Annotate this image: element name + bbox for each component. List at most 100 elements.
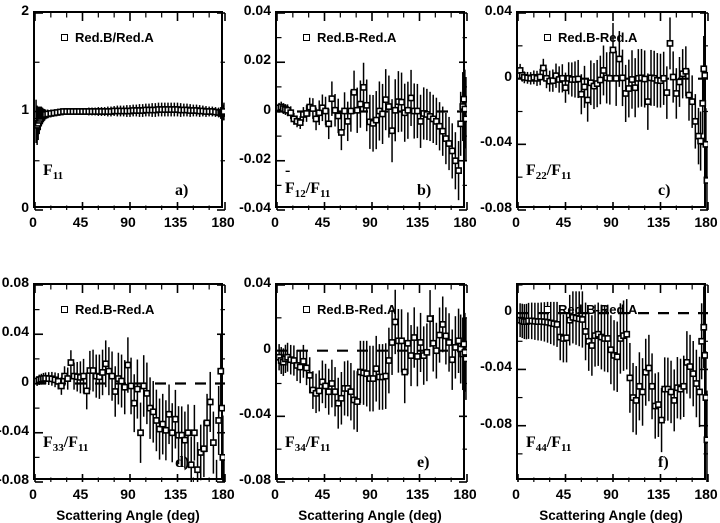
legend-marker-square-icon bbox=[544, 34, 551, 42]
data-series bbox=[518, 17, 708, 210]
x-tick-label: 180 bbox=[211, 214, 235, 230]
x-axis-title: Scattering Angle (deg) bbox=[539, 508, 683, 523]
legend-marker-square-icon bbox=[61, 34, 68, 42]
quantity-base: F bbox=[285, 434, 295, 451]
y-tick-label: 0.02 bbox=[243, 51, 271, 68]
x-tick-label: 45 bbox=[72, 486, 89, 502]
x-tick-label: 0 bbox=[512, 486, 520, 502]
quantity-annotation: F33/F11 bbox=[43, 434, 88, 454]
panel-tag: b) bbox=[417, 182, 432, 199]
x-tick-label: 180 bbox=[694, 214, 718, 230]
x-tick-label: 180 bbox=[211, 486, 235, 502]
legend-marker-square-icon bbox=[544, 306, 551, 314]
y-tick-label: 0 bbox=[21, 372, 29, 389]
plot-area bbox=[275, 11, 468, 211]
plot-svg bbox=[517, 12, 709, 211]
y-tick-label: -0.02 bbox=[239, 149, 271, 166]
data-series bbox=[277, 62, 467, 201]
quantity-base: -F bbox=[285, 162, 295, 197]
quantity-subscript: 22 bbox=[535, 170, 547, 183]
plot-area bbox=[33, 11, 226, 211]
x-tick-label: 0 bbox=[512, 214, 520, 230]
quantity-subscript-2: 11 bbox=[78, 442, 89, 455]
quantity-annotation: F44/F11 bbox=[526, 434, 571, 454]
plot-svg bbox=[34, 12, 226, 211]
legend: Red.B-Red.A bbox=[544, 29, 637, 45]
quantity-annotation: F22/F11 bbox=[526, 162, 571, 182]
quantity-base: F bbox=[43, 434, 53, 451]
axis-ticks bbox=[517, 12, 709, 211]
quantity-subscript-2: 11 bbox=[561, 170, 572, 183]
plot-area bbox=[33, 283, 226, 483]
plot-svg bbox=[517, 284, 709, 482]
x-tick-label: 135 bbox=[646, 486, 671, 502]
quantity-base: F bbox=[526, 434, 536, 451]
quantity-base-2: /F bbox=[63, 434, 78, 451]
x-tick-label: 135 bbox=[405, 486, 430, 502]
plot-area bbox=[275, 283, 468, 483]
axis-ticks bbox=[34, 284, 226, 483]
x-tick-label: 135 bbox=[405, 214, 430, 230]
x-tick-label: 45 bbox=[72, 214, 89, 230]
legend: Red.B-Red.A bbox=[61, 301, 154, 317]
quantity-subscript-2: 11 bbox=[320, 442, 331, 455]
y-tick-label: 0 bbox=[263, 339, 271, 356]
x-axis-title: Scattering Angle (deg) bbox=[56, 508, 200, 523]
y-tick-label: 2 bbox=[21, 2, 29, 18]
y-tick-label: 1 bbox=[21, 100, 29, 117]
panel-tag: e) bbox=[417, 454, 430, 471]
legend-label: Red.B-Red.A bbox=[75, 302, 155, 318]
data-series bbox=[518, 286, 708, 482]
x-tick-label: 90 bbox=[120, 214, 136, 230]
x-tick-label: 180 bbox=[453, 486, 477, 502]
x-tick-label: 45 bbox=[314, 486, 331, 502]
panel-tag: c) bbox=[658, 182, 671, 199]
quantity-base-2: /F bbox=[305, 180, 320, 197]
x-tick-label: 135 bbox=[163, 486, 188, 502]
y-tick-label: 0 bbox=[504, 67, 512, 84]
x-tick-label: 90 bbox=[603, 214, 619, 230]
x-tick-label: 180 bbox=[453, 214, 477, 230]
quantity-subscript: 12 bbox=[294, 188, 306, 201]
quantity-subscript-2: 11 bbox=[561, 442, 572, 455]
legend-marker-square-icon bbox=[303, 34, 310, 42]
x-tick-label: 0 bbox=[271, 214, 279, 230]
legend: Red.B/Red.A bbox=[61, 29, 154, 45]
y-tick-label: -0.04 bbox=[0, 421, 29, 438]
y-tick-label: 0.04 bbox=[1, 323, 29, 340]
quantity-annotation: F11 bbox=[43, 162, 63, 182]
legend-label: Red.B-Red.A bbox=[558, 30, 638, 46]
panel-tag: a) bbox=[175, 182, 189, 199]
y-tick-label: 0 bbox=[21, 199, 29, 215]
y-tick-label: -0.04 bbox=[480, 358, 512, 375]
data-series bbox=[35, 334, 225, 482]
legend-marker-square-icon bbox=[303, 306, 310, 314]
panel-tag: f) bbox=[658, 454, 669, 471]
x-tick-label: 45 bbox=[555, 214, 572, 230]
legend: Red.B-Red.A bbox=[303, 301, 396, 317]
x-tick-label: 90 bbox=[362, 486, 378, 502]
plot-svg bbox=[34, 284, 226, 483]
y-tick-label: -0.04 bbox=[480, 133, 512, 150]
plot-svg bbox=[276, 12, 468, 211]
y-tick-label: -0.08 bbox=[480, 199, 512, 215]
y-tick-label: -0.04 bbox=[239, 199, 271, 215]
x-tick-label: 45 bbox=[555, 486, 572, 502]
y-tick-label: 0.04 bbox=[243, 2, 271, 18]
x-tick-label: 0 bbox=[29, 486, 37, 502]
legend: Red.B-Red.A bbox=[544, 301, 637, 317]
x-tick-label: 90 bbox=[120, 486, 136, 502]
quantity-subscript: 34 bbox=[294, 442, 306, 455]
quantity-subscript: 44 bbox=[535, 442, 547, 455]
quantity-base: F bbox=[526, 162, 536, 179]
data-series bbox=[35, 99, 225, 145]
plot-area bbox=[516, 283, 709, 482]
quantity-base-2: /F bbox=[546, 434, 561, 451]
x-axis-title: Scattering Angle (deg) bbox=[298, 508, 442, 523]
axis-ticks bbox=[34, 12, 226, 211]
x-tick-label: 90 bbox=[362, 214, 378, 230]
legend-label: Red.B/Red.A bbox=[75, 30, 154, 46]
y-tick-label: -0.08 bbox=[480, 414, 512, 431]
legend: Red.B-Red.A bbox=[303, 29, 396, 45]
